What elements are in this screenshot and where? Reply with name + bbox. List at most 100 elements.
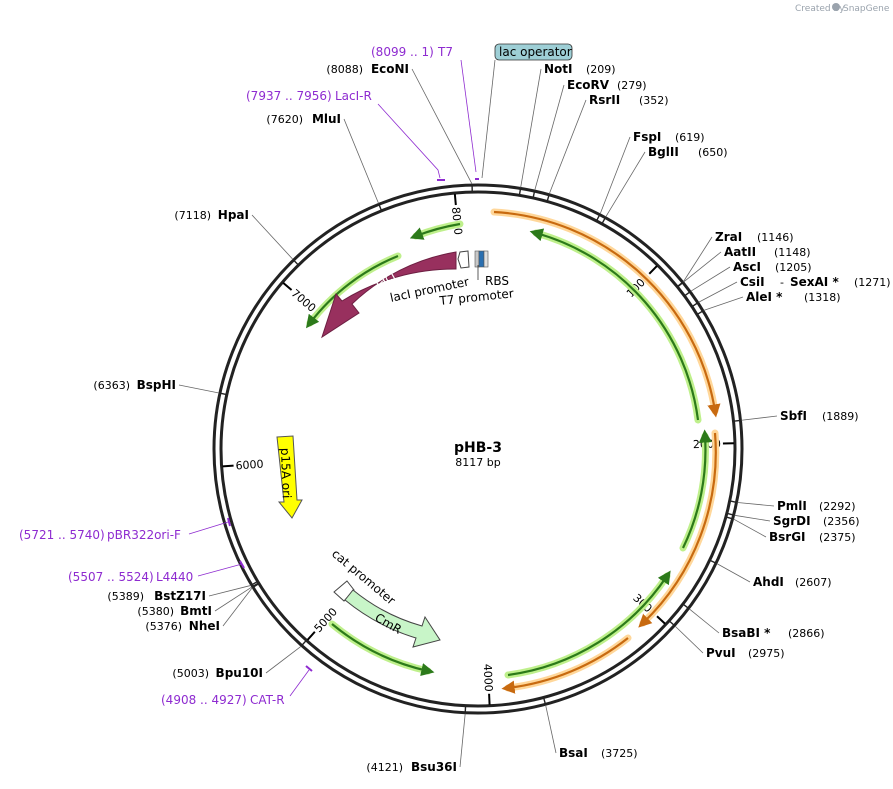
site-pmli[interactable]: PmlI(2292) [777, 499, 856, 513]
site-tick [708, 559, 718, 565]
site-hpai[interactable]: HpaI(7118) [174, 208, 249, 222]
site-tick [377, 203, 383, 212]
site-rsrii[interactable]: RsrII(352) [589, 93, 669, 107]
site-fspi[interactable]: FspI(619) [633, 130, 705, 144]
site-leader [343, 118, 379, 204]
primer-laci-r[interactable]: (7937 .. 7956) LacI-R [246, 89, 445, 181]
site-tick [542, 696, 547, 706]
site-name: MluI [312, 112, 341, 126]
site-leader [703, 296, 744, 311]
site-name: NotI [544, 62, 573, 76]
t7-promoter-box [483, 250, 489, 268]
site-name: EcoRV [567, 78, 610, 92]
site-pos: (1889) [822, 410, 859, 423]
site-bmti[interactable]: BmtI(5380) [137, 604, 212, 618]
site-name: BsaI [559, 746, 588, 760]
site-nhei[interactable]: NheI(5376) [145, 619, 220, 633]
plasmid-length: 8117 bp [455, 456, 500, 469]
site-name: Bpu10I [216, 666, 263, 680]
site-dash: - [780, 276, 784, 289]
site-bsrgi[interactable]: BsrGI(2375) [769, 530, 856, 544]
site-name: BstZ17I [154, 589, 206, 603]
site-bpu10i[interactable]: Bpu10I (5003) [172, 666, 263, 680]
watermark-brand: SnapGene [843, 4, 890, 14]
promoter-block [457, 250, 489, 280]
site-tick [683, 290, 692, 298]
ruler-tick [306, 631, 316, 641]
site-name: SbfI [780, 409, 807, 423]
site-leader [605, 151, 646, 218]
site-bsphi[interactable]: BspHI(6363) [93, 378, 176, 392]
site-sbfi[interactable]: SbfI (1889) [780, 409, 859, 423]
site-pos: (2975) [748, 647, 785, 660]
site-leader [716, 563, 751, 583]
site-pos: (1146) [757, 231, 794, 244]
site-pos: (5003) [172, 667, 209, 680]
site-leader [690, 266, 731, 292]
site-leaders [178, 68, 778, 768]
ruler-tick [648, 265, 658, 275]
site-tick [600, 216, 607, 226]
orf-arc-3 [638, 432, 717, 628]
orf-arcs [305, 208, 721, 694]
site-pos: (5389) [107, 590, 144, 603]
site-pos: (3725) [601, 747, 638, 760]
site-zrai[interactable]: ZraI(1146) [715, 230, 794, 244]
site-sgrdi[interactable]: SgrDI(2356) [773, 514, 860, 528]
ruler-label: 4000 [481, 664, 495, 693]
site-bglii[interactable]: BglII(650) [648, 145, 728, 159]
site-asci[interactable]: AscI(1205) [733, 260, 812, 274]
site-leader [214, 586, 253, 612]
site-leader [208, 585, 251, 597]
site-econi[interactable]: EcoNI (8088) [326, 62, 409, 76]
site-pvui[interactable]: PvuI (2975) [706, 646, 785, 660]
primer-l4440[interactable]: (5507 .. 5524) L4440 [68, 560, 245, 584]
ruler-label: 8000 [449, 206, 464, 235]
site-name: EcoNI [371, 62, 409, 76]
site-tick [546, 193, 550, 203]
site-aatii[interactable]: AatII(1148) [724, 245, 811, 259]
sites-left: Bsu36I(4121) Bpu10I (5003) NheI(5376)BmtI(5… [93, 62, 457, 774]
site-pos: (7620) [266, 113, 303, 126]
ruler-tick [656, 615, 666, 625]
site-tick [532, 190, 536, 200]
site-leader [178, 384, 220, 394]
site-leader [459, 713, 466, 768]
site-tick [218, 392, 228, 396]
site-mlui[interactable]: MluI (7620) [266, 112, 341, 126]
site-ecorv[interactable]: EcoRV(279) [567, 78, 647, 92]
site-tick [690, 301, 700, 308]
site-name: PvuI [706, 646, 736, 660]
backbone [212, 183, 744, 715]
site-csii[interactable]: CsiI-SexAI *(1271) [740, 275, 891, 289]
primer-pbr322ori-f[interactable]: (5721 .. 5740) pBR322ori-F [19, 517, 231, 542]
primer-cat-r[interactable]: (4908 .. 4927) CAT-R [161, 665, 313, 707]
site-pos: (352) [639, 94, 669, 107]
site-name: BspHI [137, 378, 176, 392]
lac-operator-callout[interactable]: lac operator [481, 43, 573, 179]
primer-t7[interactable]: (8099 .. 1) T7 [371, 45, 479, 180]
site-name: BglII [648, 145, 679, 159]
site-name: HpaI [218, 208, 249, 222]
site-tick [732, 419, 742, 422]
site-pos: (8088) [326, 63, 363, 76]
site-pos: (2292) [819, 500, 856, 513]
orf-arc-2 [529, 228, 700, 421]
site-ahdi[interactable]: AhdI(2607) [753, 575, 832, 589]
orf-arc-8 [305, 254, 399, 329]
site-tick [251, 581, 260, 588]
site-leader [545, 705, 557, 754]
site-bstz17i[interactable]: BstZ17I (5389) [107, 589, 206, 603]
site-bsu36i[interactable]: Bsu36I(4121) [366, 760, 457, 774]
site-noti[interactable]: NotI(209) [544, 62, 616, 76]
site-bsai[interactable]: BsaI (3725) [559, 746, 638, 760]
site-alei[interactable]: AleI *(1318) [746, 290, 841, 304]
lac-operator-label: lac operator [499, 45, 572, 59]
primer-l4440-range: (5507 .. 5524) [68, 570, 154, 584]
laci-promoter-arrow-icon [457, 250, 470, 269]
sites-right: NotI(209) EcoRV(279)RsrII(352) FspI(619)Bg… [544, 62, 891, 760]
p15a-ori-feature[interactable]: p15A ori [276, 435, 303, 519]
orf-arc-5 [507, 570, 671, 677]
site-bsabi[interactable]: BsaBI *(2866) [722, 626, 825, 640]
